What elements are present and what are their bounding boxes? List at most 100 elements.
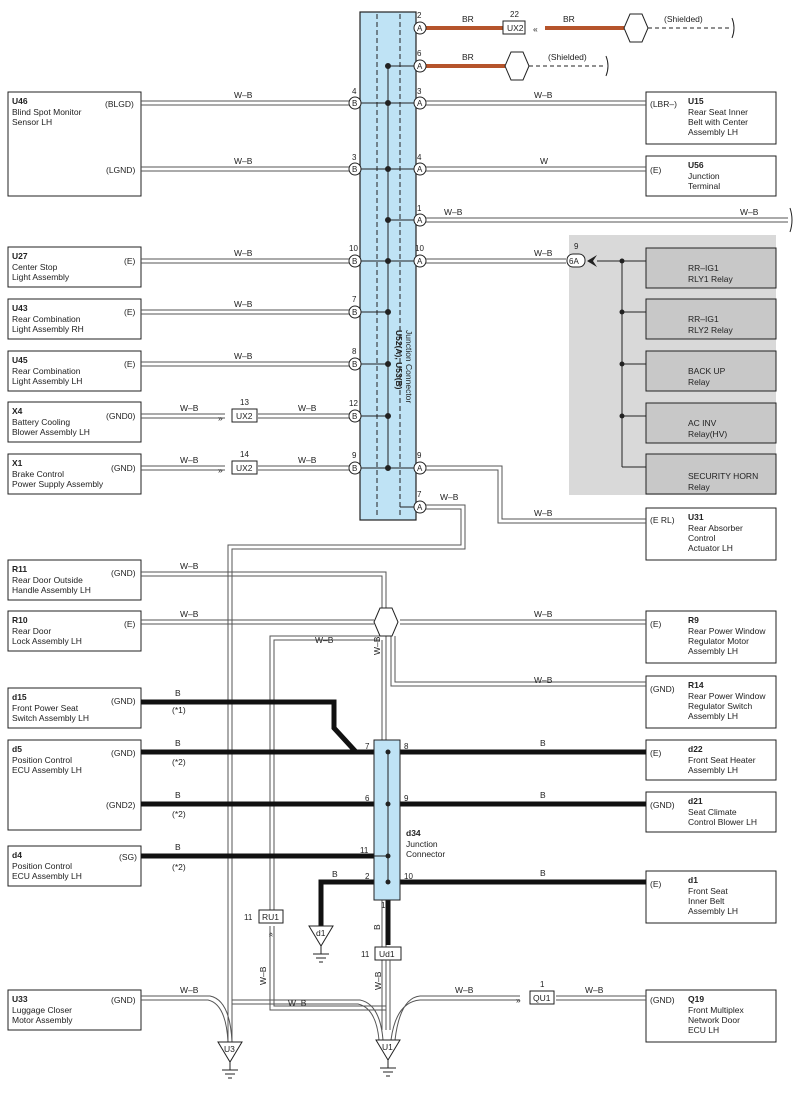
shield-splice-2 bbox=[504, 51, 530, 81]
svg-text:X1: X1 bbox=[12, 458, 23, 468]
svg-text:W–B: W–B bbox=[534, 675, 553, 685]
svg-text:RU1: RU1 bbox=[262, 912, 279, 922]
svg-text:W–B: W–B bbox=[373, 971, 383, 990]
svg-text:Light Assembly LH: Light Assembly LH bbox=[12, 376, 82, 386]
svg-text:Handle Assembly LH: Handle Assembly LH bbox=[12, 585, 91, 595]
svg-text:W–B: W–B bbox=[534, 508, 553, 518]
svg-text:11: 11 bbox=[244, 913, 253, 922]
svg-text:W–B: W–B bbox=[180, 455, 199, 465]
svg-text:U3: U3 bbox=[224, 1044, 235, 1054]
svg-text:Relay: Relay bbox=[688, 482, 710, 492]
svg-text:(GND0): (GND0) bbox=[106, 411, 135, 421]
ux2-arrow: « bbox=[533, 24, 538, 34]
svg-text:W–B: W–B bbox=[372, 636, 382, 655]
shield-splice-1 bbox=[623, 13, 649, 43]
svg-text:d34: d34 bbox=[406, 828, 421, 838]
svg-text:B: B bbox=[540, 738, 546, 748]
svg-text:10: 10 bbox=[415, 244, 424, 253]
svg-text:A: A bbox=[417, 62, 423, 71]
left-components-upper: U46 Blind Spot Monitor Sensor LH (BLGD) … bbox=[7, 91, 142, 495]
component-u56 bbox=[645, 155, 777, 197]
svg-text:B: B bbox=[352, 99, 357, 108]
svg-text:10: 10 bbox=[404, 872, 413, 881]
svg-text:QU1: QU1 bbox=[533, 993, 551, 1003]
relay-section: 6A 9 RR–IG1 RLY1 Relay RR–IG1 RLY2 Relay… bbox=[566, 242, 777, 495]
svg-text:RLY2 Relay: RLY2 Relay bbox=[688, 325, 733, 335]
svg-text:RR–IG1: RR–IG1 bbox=[688, 263, 719, 273]
svg-text:Control Blower LH: Control Blower LH bbox=[688, 817, 757, 827]
svg-text:d21: d21 bbox=[688, 796, 703, 806]
svg-text:R14: R14 bbox=[688, 680, 704, 690]
svg-text:Assembly LH: Assembly LH bbox=[688, 646, 738, 656]
svg-text:»: » bbox=[516, 995, 521, 1005]
junction-b-pins: B4 B3 B10 B7 B8 B12 B9 bbox=[348, 87, 362, 475]
splice-lower bbox=[373, 607, 399, 637]
svg-text:1: 1 bbox=[540, 980, 545, 989]
svg-text:Position Control: Position Control bbox=[12, 861, 72, 871]
component-r10 bbox=[7, 610, 142, 652]
svg-text:Front Power Seat: Front Power Seat bbox=[12, 703, 79, 713]
svg-text:(GND): (GND) bbox=[111, 748, 136, 758]
svg-text:(E): (E) bbox=[650, 748, 662, 758]
svg-text:2: 2 bbox=[417, 11, 422, 20]
svg-text:(E): (E) bbox=[650, 879, 662, 889]
svg-text:(GND): (GND) bbox=[650, 995, 675, 1005]
svg-text:W–B: W–B bbox=[585, 985, 604, 995]
svg-text:Inner Belt: Inner Belt bbox=[688, 896, 725, 906]
junction-a-pins: A2 A6 A3 A4 A1 A10 A9 A7 bbox=[413, 11, 427, 514]
svg-text:(E): (E) bbox=[650, 165, 662, 175]
svg-text:U1: U1 bbox=[382, 1042, 393, 1052]
component-d1 bbox=[645, 870, 777, 924]
svg-text:Position Control: Position Control bbox=[12, 755, 72, 765]
svg-text:10: 10 bbox=[349, 244, 358, 253]
svg-text:»: » bbox=[218, 465, 223, 475]
ux2-label-top: UX2 bbox=[507, 23, 524, 33]
wire-br-label-2: BR bbox=[563, 14, 575, 24]
svg-text:A: A bbox=[417, 24, 423, 33]
svg-text:W–B: W–B bbox=[180, 403, 199, 413]
svg-text:W–B: W–B bbox=[455, 985, 474, 995]
svg-text:Regulator Switch: Regulator Switch bbox=[688, 701, 753, 711]
svg-text:Power Supply Assembly: Power Supply Assembly bbox=[12, 479, 104, 489]
svg-text:W–B: W–B bbox=[440, 492, 459, 502]
svg-text:Rear Combination: Rear Combination bbox=[12, 314, 81, 324]
svg-text:Rear Seat Inner: Rear Seat Inner bbox=[688, 107, 748, 117]
svg-text:U43: U43 bbox=[12, 303, 28, 313]
svg-text:U46: U46 bbox=[12, 96, 28, 106]
ru1-connector bbox=[258, 909, 284, 924]
svg-text:6: 6 bbox=[417, 49, 422, 58]
svg-text:Regulator Motor: Regulator Motor bbox=[688, 636, 749, 646]
lower-b-labels: B B B B B B B B B (*1) (*2) (*2) (*2) bbox=[172, 688, 546, 930]
svg-text:RLY1 Relay: RLY1 Relay bbox=[688, 274, 733, 284]
svg-text:Relay: Relay bbox=[688, 377, 710, 387]
inline-connectors-lower: RU1 11 » Ud1 11 QU1 1 » bbox=[244, 909, 555, 1030]
svg-text:Junction: Junction bbox=[688, 171, 720, 181]
svg-text:9: 9 bbox=[574, 242, 579, 251]
svg-text:Front Multiplex: Front Multiplex bbox=[688, 1005, 744, 1015]
svg-text:Connector: Connector bbox=[406, 849, 445, 859]
svg-text:B: B bbox=[175, 688, 181, 698]
svg-text:W–B: W–B bbox=[444, 207, 463, 217]
svg-text:W–B: W–B bbox=[180, 985, 199, 995]
svg-text:W–B: W–B bbox=[740, 207, 759, 217]
svg-text:d1: d1 bbox=[688, 875, 698, 885]
svg-text:(*2): (*2) bbox=[172, 862, 186, 872]
svg-text:U15: U15 bbox=[688, 96, 704, 106]
svg-text:(GND): (GND) bbox=[111, 463, 136, 473]
svg-text:UX2: UX2 bbox=[236, 411, 253, 421]
svg-text:Q19: Q19 bbox=[688, 994, 704, 1004]
svg-text:Ud1: Ud1 bbox=[379, 949, 395, 959]
ud1-connector bbox=[374, 946, 402, 961]
svg-text:B: B bbox=[352, 165, 357, 174]
svg-text:3: 3 bbox=[352, 153, 357, 162]
svg-text:d4: d4 bbox=[12, 850, 22, 860]
svg-text:Lock Assembly LH: Lock Assembly LH bbox=[12, 636, 82, 646]
svg-text:B: B bbox=[352, 257, 357, 266]
shielded-label-1: (Shielded) bbox=[664, 14, 703, 24]
svg-text:(LGND): (LGND) bbox=[106, 165, 135, 175]
svg-text:(LBR–): (LBR–) bbox=[650, 99, 677, 109]
svg-text:Seat Climate: Seat Climate bbox=[688, 807, 737, 817]
lower-wire-labels: W–B W–B W–B W–B W–B W–B W–B W–B W–B W–B … bbox=[180, 561, 604, 1008]
svg-text:B: B bbox=[352, 308, 357, 317]
